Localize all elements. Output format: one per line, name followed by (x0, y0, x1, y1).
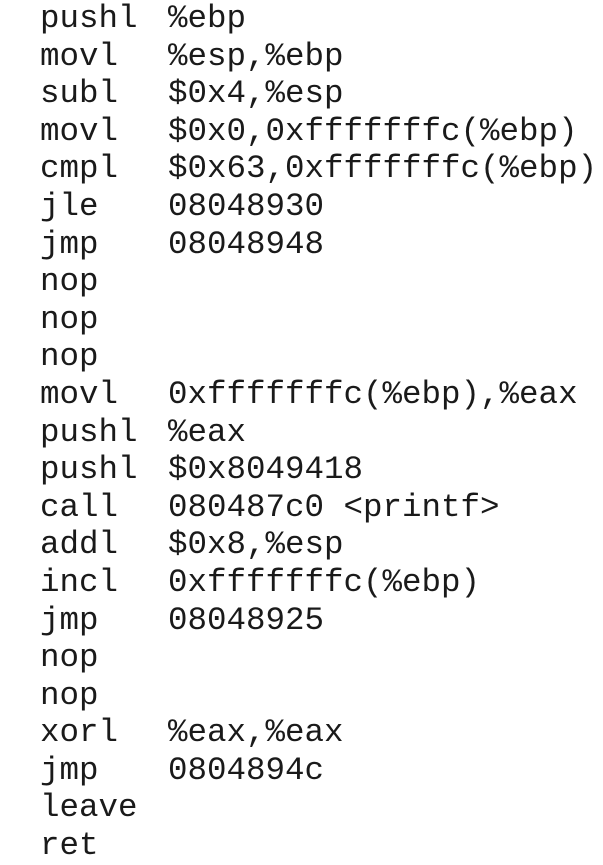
instruction-mnemonic: leave (40, 789, 138, 827)
instruction-operands: $0x8,%esp (168, 526, 344, 564)
instruction-mnemonic: pushl (40, 451, 138, 489)
instruction-operands: $0x4,%esp (168, 75, 344, 113)
instruction-mnemonic: nop (40, 639, 99, 677)
instruction-mnemonic: movl (40, 37, 119, 75)
instruction-operands: %eax (168, 413, 247, 451)
instruction-mnemonic: nop (40, 676, 99, 714)
instruction-operands: $0x0,0xfffffffc(%ebp) (168, 112, 578, 150)
instruction-mnemonic: jle (40, 187, 99, 225)
instruction-mnemonic: nop (40, 338, 99, 376)
instruction-operands: %eax,%eax (168, 714, 344, 752)
instruction-mnemonic: call (40, 488, 119, 526)
instruction-operands: 0804894c (168, 751, 325, 789)
instruction-operands: $0x63,0xfffffffc(%ebp) (168, 150, 598, 188)
instruction-operands: 0xfffffffc(%ebp) (168, 563, 481, 601)
instruction-mnemonic: xorl (40, 714, 119, 752)
instruction-mnemonic: incl (40, 563, 119, 601)
instruction-operands: 08048930 (168, 187, 325, 225)
instruction-operands: 080487c0 <printf> (168, 488, 500, 526)
instruction-operands: %esp,%ebp (168, 37, 344, 75)
instruction-mnemonic: nop (40, 300, 99, 338)
instruction-mnemonic: pushl (40, 0, 138, 37)
instruction-mnemonic: jmp (40, 751, 99, 789)
instruction-mnemonic: nop (40, 263, 99, 301)
instruction-mnemonic: ret (40, 827, 99, 865)
instruction-mnemonic: cmpl (40, 150, 119, 188)
instruction-operands: $0x8049418 (168, 451, 364, 489)
instruction-operands: 08048948 (168, 225, 325, 263)
instruction-operands: 0xfffffffc(%ebp),%eax (168, 375, 578, 413)
instruction-mnemonic: movl (40, 112, 119, 150)
instruction-mnemonic: jmp (40, 225, 99, 263)
instruction-mnemonic: jmp (40, 601, 99, 639)
instruction-mnemonic: pushl (40, 413, 138, 451)
instruction-operands: 08048925 (168, 601, 325, 639)
instruction-mnemonic: subl (40, 75, 119, 113)
instruction-mnemonic: addl (40, 526, 119, 564)
instruction-mnemonic: movl (40, 375, 119, 413)
instruction-operands: %ebp (168, 0, 247, 37)
